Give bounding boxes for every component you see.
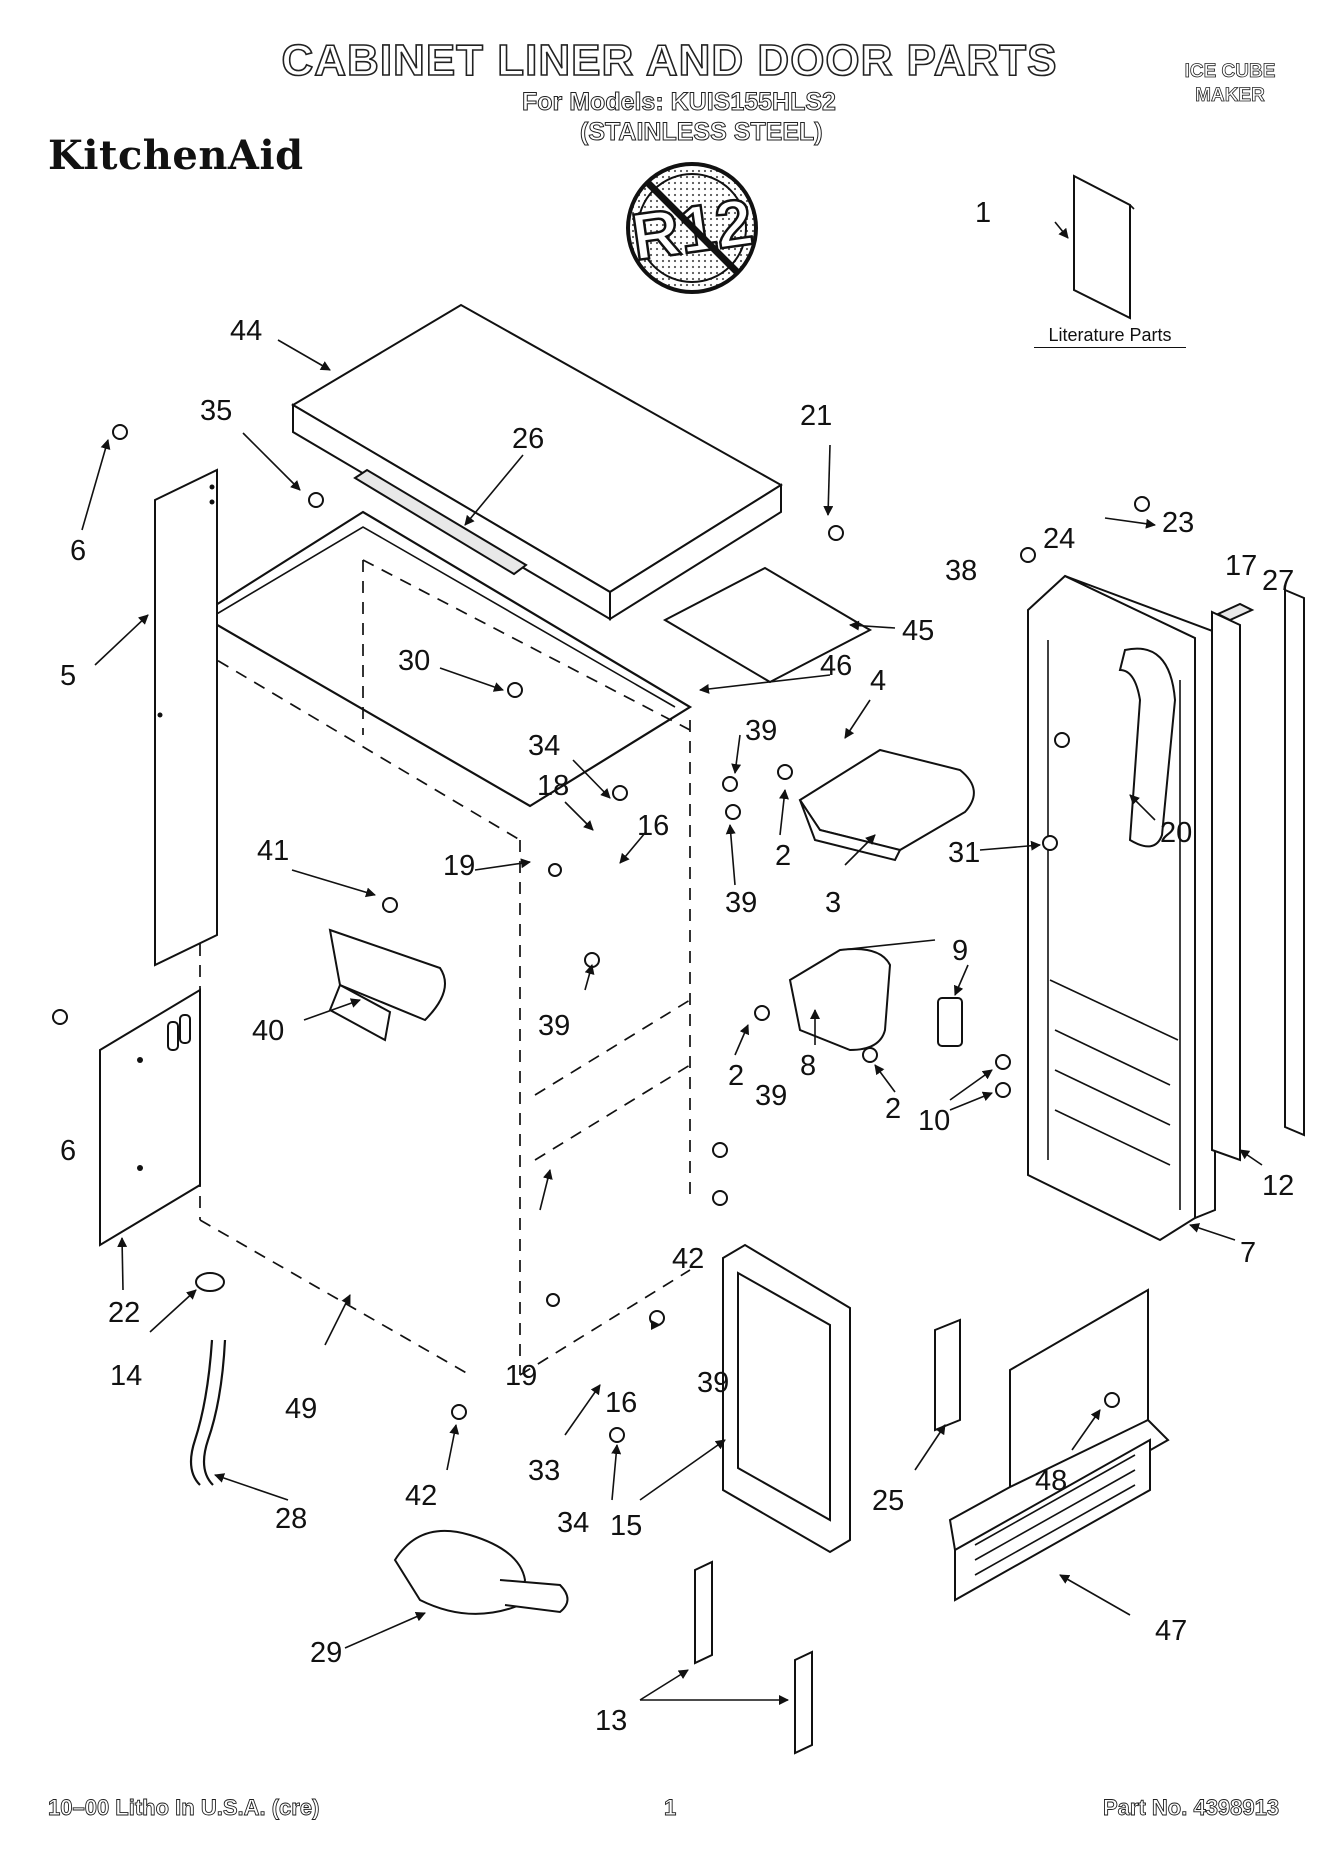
callout-3: 3 xyxy=(825,887,841,919)
callout-21: 21 xyxy=(800,400,832,432)
callout-23: 23 xyxy=(1162,507,1194,539)
callout-48: 48 xyxy=(1035,1465,1067,1497)
callout-39-d: 39 xyxy=(755,1080,787,1112)
callout-34-top: 34 xyxy=(528,730,560,762)
spacer-bracket xyxy=(934,1318,961,1432)
callout-46: 46 xyxy=(820,650,852,682)
no-r12-badge: R12 xyxy=(626,162,758,294)
callout-4: 4 xyxy=(870,665,886,697)
callout-18: 18 xyxy=(537,770,569,802)
category-line-1: ICE CUBE xyxy=(1184,61,1276,83)
callout-2-a: 2 xyxy=(775,840,791,872)
footer-page-number: 1 xyxy=(664,1795,677,1821)
callout-33: 33 xyxy=(528,1455,560,1487)
insulation-pad xyxy=(662,566,873,684)
callout-28: 28 xyxy=(275,1503,307,1535)
page-title: CABINET LINER AND DOOR PARTS xyxy=(281,35,1058,86)
door-gasket-strip xyxy=(1211,610,1241,1162)
side-trim-strip xyxy=(1284,588,1305,1137)
callout-13: 13 xyxy=(595,1705,627,1737)
callout-14: 14 xyxy=(110,1360,142,1392)
hose-clamp xyxy=(195,1272,225,1292)
callout-39-a: 39 xyxy=(745,715,777,747)
callout-6-top: 6 xyxy=(70,535,86,567)
trim-piece-lower xyxy=(794,1650,813,1755)
ice-scoop xyxy=(393,1529,569,1615)
callout-29: 29 xyxy=(310,1637,342,1669)
callout-39-c: 39 xyxy=(538,1010,570,1042)
callout-35: 35 xyxy=(200,395,232,427)
callout-24: 24 xyxy=(1043,523,1075,555)
drain-hose xyxy=(189,1339,214,1486)
callout-25: 25 xyxy=(872,1485,904,1517)
trim-piece-upper xyxy=(694,1560,713,1665)
callout-1: 1 xyxy=(975,197,991,229)
callout-8: 8 xyxy=(800,1050,816,1082)
callout-7: 7 xyxy=(1240,1237,1256,1269)
callout-19-bottom: 19 xyxy=(505,1360,537,1392)
callout-17: 17 xyxy=(1225,550,1257,582)
screws-hardware xyxy=(52,424,1150,1443)
callout-47: 47 xyxy=(1155,1615,1187,1647)
callout-30: 30 xyxy=(398,645,430,677)
callout-34-bottom: 34 xyxy=(557,1507,589,1539)
callout-19-top: 19 xyxy=(443,850,475,882)
door-switch xyxy=(937,997,963,1047)
callout-31: 31 xyxy=(948,837,980,869)
callout-41: 41 xyxy=(257,835,289,867)
literature-parts-label: Literature Parts xyxy=(1034,325,1186,348)
callout-20: 20 xyxy=(1160,817,1192,849)
callout-38: 38 xyxy=(945,555,977,587)
callout-16-top: 16 xyxy=(637,810,669,842)
callout-2-b: 2 xyxy=(728,1060,744,1092)
callout-45: 45 xyxy=(902,615,934,647)
model-line: For Models: KUIS155HLS2 xyxy=(522,88,837,117)
callout-6-bottom: 6 xyxy=(60,1135,76,1167)
callout-39-b: 39 xyxy=(725,887,757,919)
callout-26: 26 xyxy=(512,423,544,455)
left-side-panel xyxy=(154,468,218,967)
damper-block xyxy=(788,939,936,1052)
callout-22: 22 xyxy=(108,1297,140,1329)
brand-logo: KitchenAid xyxy=(48,132,304,179)
literature-booklet xyxy=(1073,174,1135,320)
liner-bracket-strip xyxy=(353,468,528,576)
kick-plate-grille xyxy=(948,1288,1170,1602)
ice-deflector xyxy=(798,748,975,862)
finish-line: (STAINLESS STEEL) xyxy=(580,118,824,147)
badge-text: R12 xyxy=(627,184,757,274)
callout-12: 12 xyxy=(1262,1170,1294,1202)
callout-27: 27 xyxy=(1262,565,1294,597)
callout-9: 9 xyxy=(952,935,968,967)
callout-40: 40 xyxy=(252,1015,284,1047)
cabinet-liner-outline xyxy=(197,510,693,1376)
footer-litho: 10–00 Litho In U.S.A. (cre) xyxy=(48,1795,320,1821)
callout-15: 15 xyxy=(610,1510,642,1542)
category-line-2: MAKER xyxy=(1195,85,1265,107)
door-panel xyxy=(1027,574,1216,1242)
callout-44: 44 xyxy=(230,315,262,347)
callout-39-e: 39 xyxy=(697,1367,729,1399)
small-label xyxy=(1215,602,1255,622)
door-frame xyxy=(722,1243,851,1554)
callout-10: 10 xyxy=(918,1105,950,1137)
leader-arrows xyxy=(81,221,1263,1705)
drain-chute xyxy=(328,928,446,1042)
top-cover-panel xyxy=(291,303,783,621)
lower-left-panel xyxy=(99,988,201,1247)
callout-5: 5 xyxy=(60,660,76,692)
footer-part-number: Part No. 4398913 xyxy=(1103,1795,1280,1821)
callout-2-c: 2 xyxy=(885,1093,901,1125)
callout-labels: 1 44 35 26 21 6 5 30 46 45 4 39 34 18 16… xyxy=(60,197,1294,1737)
category-label: ICE CUBE MAKER xyxy=(1170,60,1290,108)
callout-16-bottom: 16 xyxy=(605,1387,637,1419)
callout-42-bottom: 42 xyxy=(405,1480,437,1512)
callout-49: 49 xyxy=(285,1393,317,1425)
callout-42-top: 42 xyxy=(672,1243,704,1275)
